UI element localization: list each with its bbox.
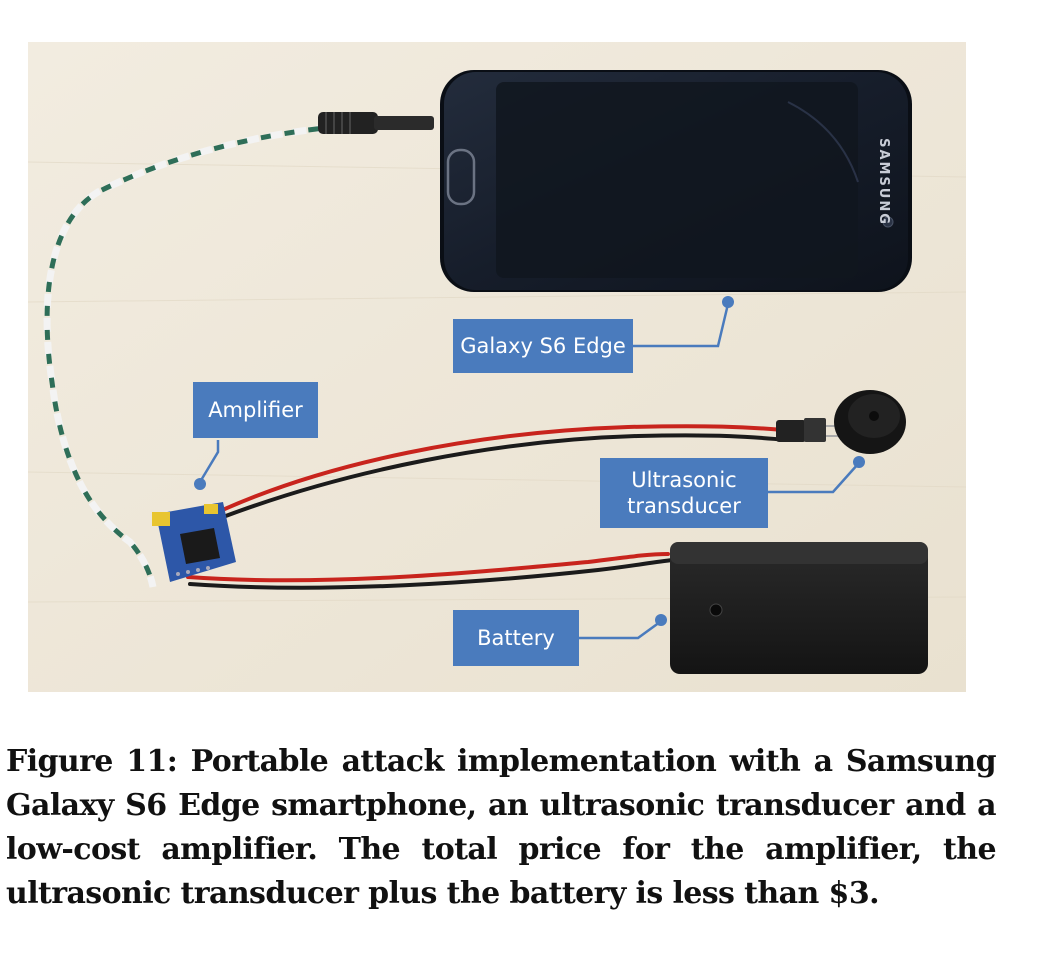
amplifier-board <box>152 502 236 582</box>
battery-box <box>670 542 928 674</box>
transducer <box>834 390 906 454</box>
audio-jack <box>318 112 434 134</box>
figure: SAMSUNG <box>28 42 966 692</box>
home-button <box>446 148 476 206</box>
ultrasonic-transducer-label: Ultrasonic transducer <box>600 458 768 528</box>
phone-brand-text: SAMSUNG <box>876 138 891 226</box>
photo: SAMSUNG <box>28 42 966 692</box>
audio-cable <box>43 120 379 588</box>
battery-label: Battery <box>453 610 579 666</box>
wires <box>186 424 790 590</box>
front-camera <box>882 216 894 228</box>
phone: SAMSUNG <box>440 70 912 292</box>
figure-caption: Figure 11: Portable attack implementatio… <box>6 744 997 911</box>
amplifier-label: Amplifier <box>193 382 318 438</box>
galaxy-label: Galaxy S6 Edge <box>453 319 633 373</box>
callout-lines <box>194 296 865 640</box>
